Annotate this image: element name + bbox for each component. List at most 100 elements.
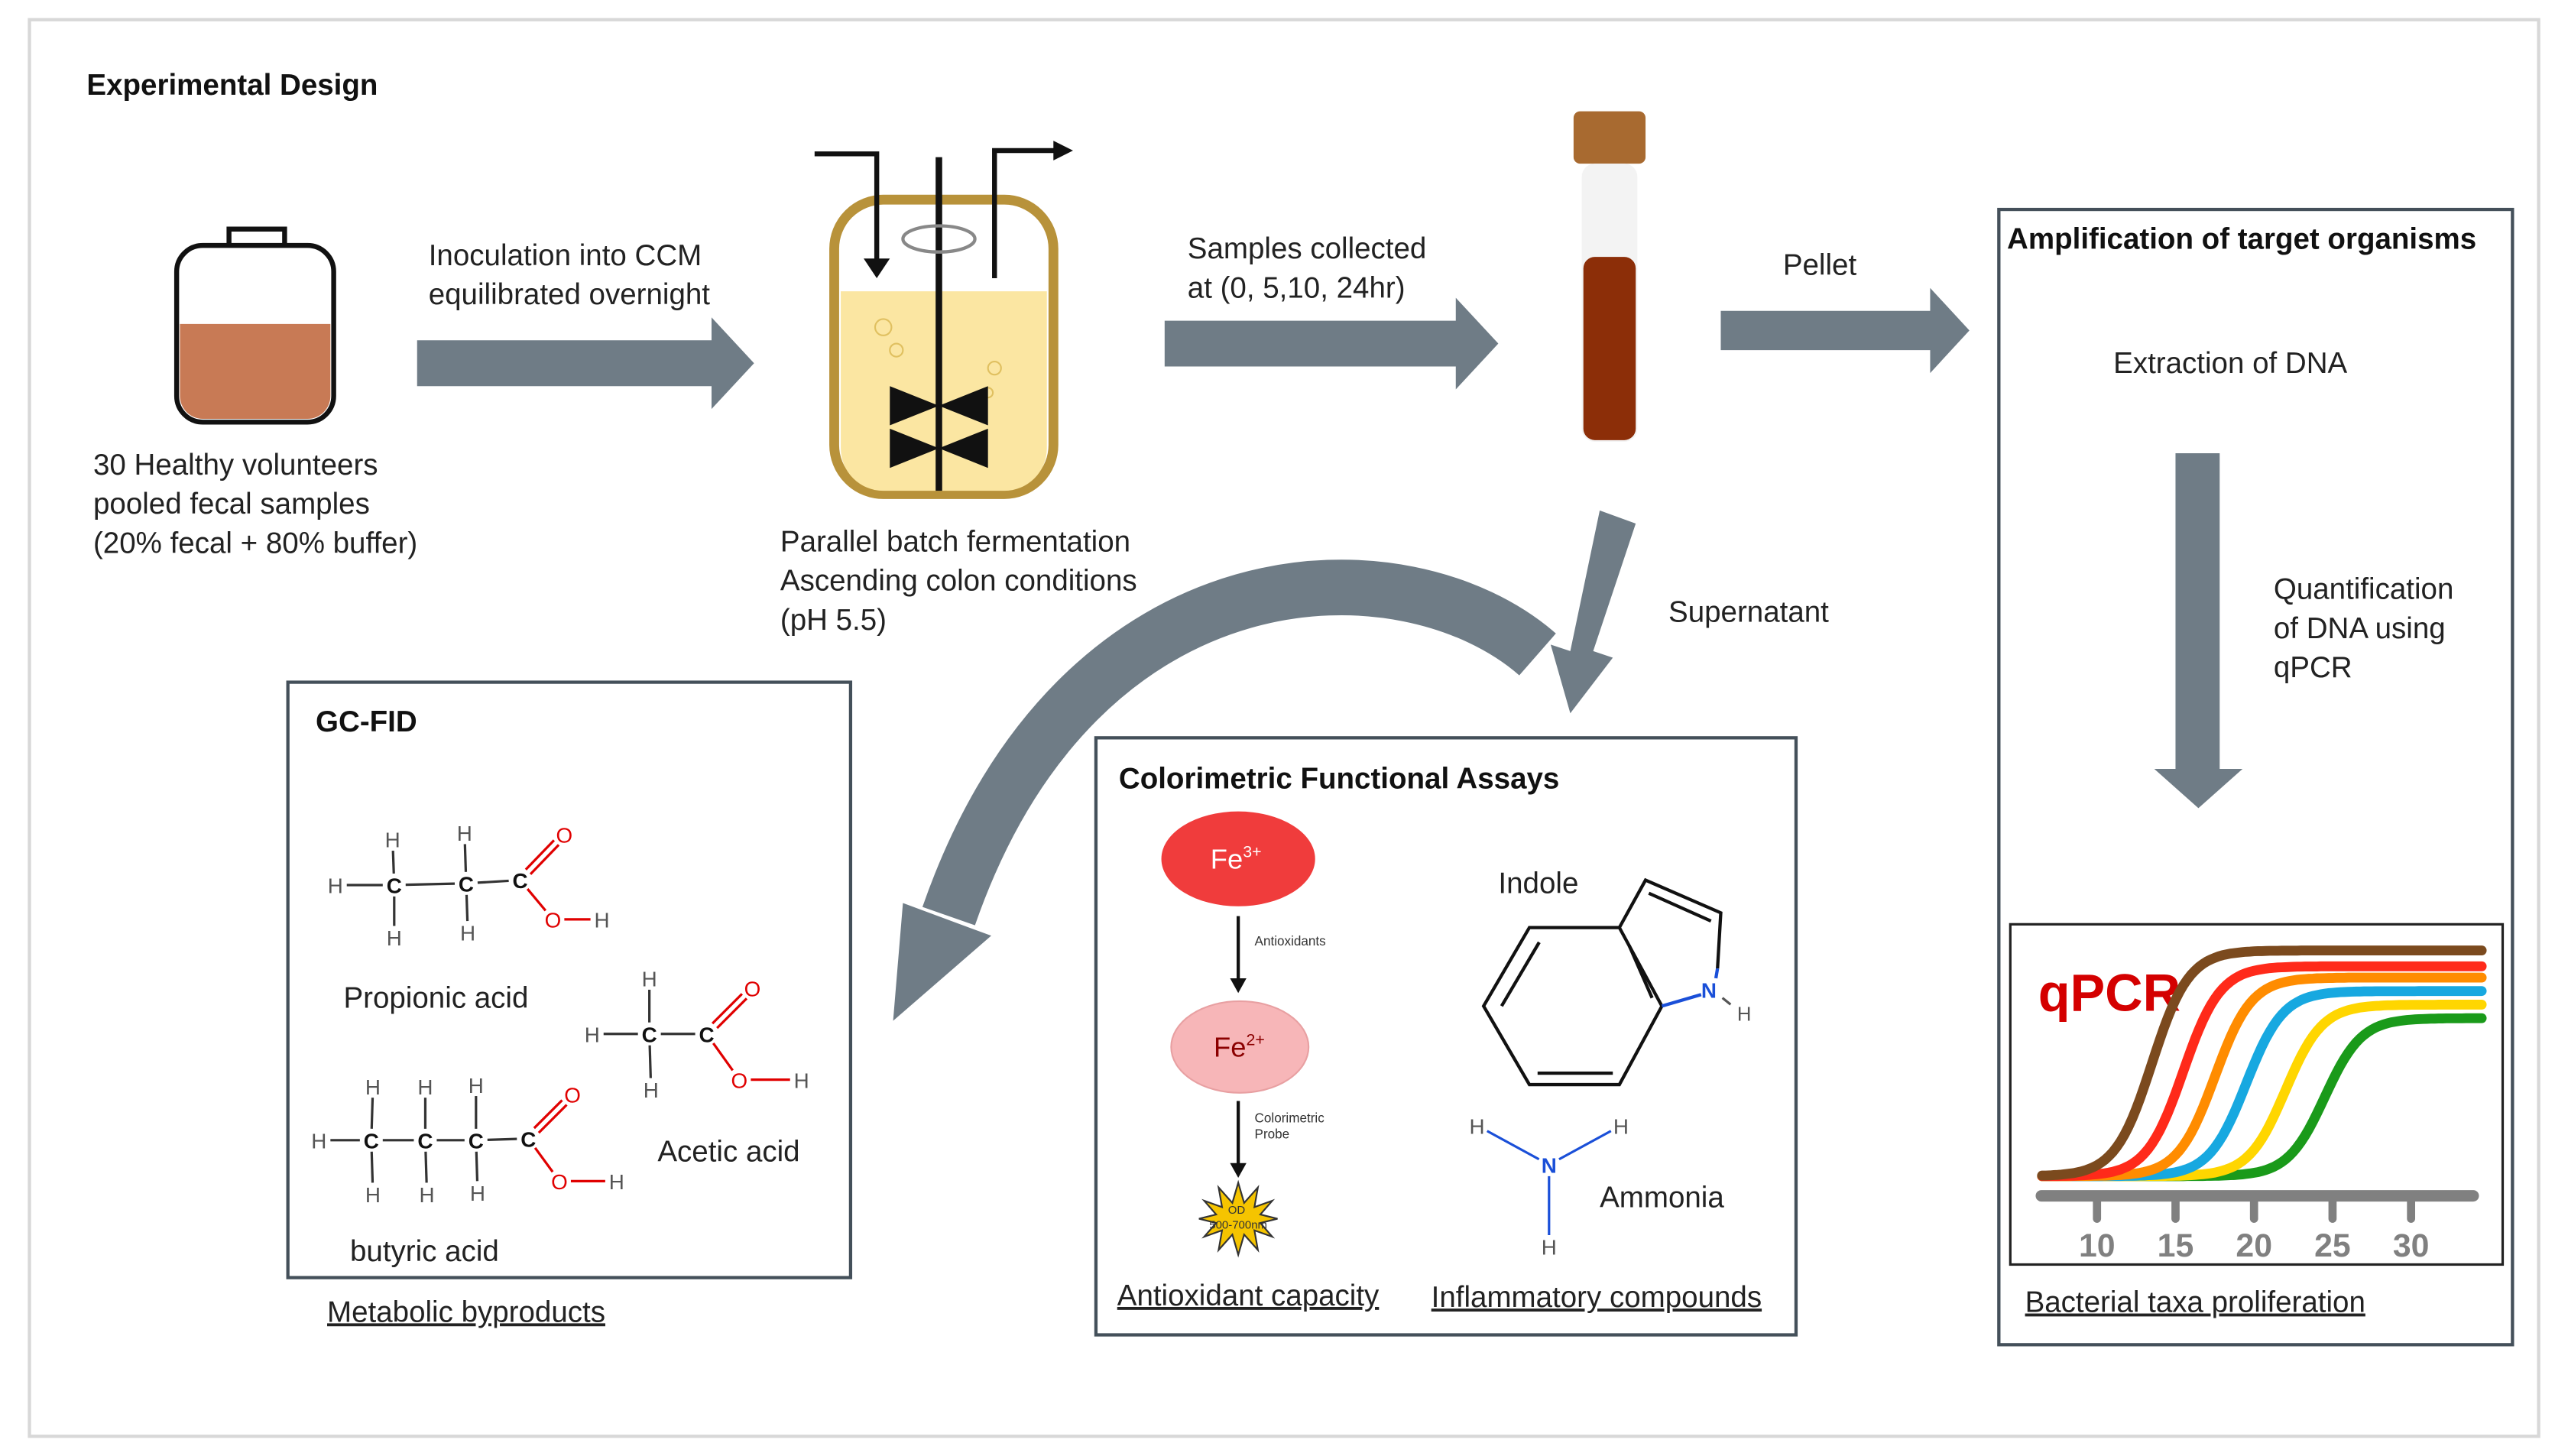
bond [391,850,395,874]
bond [537,1104,568,1134]
atom-h: H [328,874,343,898]
bacterial-taxa-footer: Bacterial taxa proliferation [2025,1286,2365,1319]
atom-c: C [364,1130,379,1153]
bond [475,1151,479,1182]
bond [487,1137,517,1141]
bond [465,894,469,922]
qpcr-tick-label: 20 [2236,1227,2272,1264]
extraction-label: Extraction of DNA [2113,347,2347,380]
atom-h: H [457,822,472,845]
quantification-text: Quantification of DNA using qPCR [2274,572,2462,684]
atom-h: H [365,1075,381,1099]
atom-o: O [545,909,562,932]
step2-text: Parallel batch fermentation Ascending co… [780,525,1145,637]
fe3-ellipse [1161,811,1315,906]
atom-h: H [1470,1114,1485,1138]
atom-c: C [699,1023,715,1046]
bond [524,839,556,871]
arrow1-text: Inoculation into CCM equilibrated overni… [429,239,711,311]
bond [712,993,744,1025]
qpcr-tick-label: 15 [2158,1227,2194,1264]
atom-o: O [556,823,573,847]
indole-h: H [1737,1004,1752,1026]
bond [477,879,509,884]
fe2-ellipse [1170,1000,1310,1094]
arrow-down-icon [1230,1163,1247,1179]
qpcr-tick-label: 30 [2393,1227,2430,1264]
amplification-title: Amplification of target organisms [2007,222,2476,255]
atom-c: C [513,869,528,893]
metabolic-byproducts-footer: Metabolic byproducts [327,1295,605,1328]
ammonia-label: Ammonia [1600,1182,1724,1214]
fe2-label: Fe2+ [1214,1031,1265,1063]
bond [529,844,560,875]
atom-h: H [1542,1236,1557,1260]
arrow-pellet [1720,287,1970,374]
atom-h: H [595,909,610,932]
acetic-acid-label: Acetic acid [657,1136,799,1169]
qpcr-tick-label: 10 [2079,1227,2116,1264]
atom-h: H [644,1078,659,1102]
colorimetric-title: Colorimetric Functional Assays [1119,763,1559,796]
atom-c: C [469,1130,484,1153]
arrow-down-quantification [2154,452,2243,809]
arrow2-text: Samples collected at (0, 5,10, 24hr) [1188,232,1435,304]
atom-h: H [794,1068,809,1092]
antioxidant-capacity-footer: Antioxidant capacity [1117,1279,1380,1312]
arrow-samples [1164,297,1499,390]
inflammatory-compounds-footer: Inflammatory compounds [1432,1281,1762,1314]
bond [533,1146,554,1173]
sample-bag-icon [173,226,336,425]
indole-label: Indole [1498,867,1578,900]
atom-o: O [551,1170,568,1194]
atom-c: C [387,874,402,898]
atom-h: H [470,1182,485,1205]
indole-n: N [1701,979,1717,1003]
diagram-title: Experimental Design [86,69,378,102]
fermenter-icon [814,141,1073,499]
atom-h: H [642,968,657,991]
step1-text: 30 Healthy volunteers pooled fecal sampl… [93,449,417,560]
bond [526,888,547,912]
qpcr-chart: qPCR 10 15 20 25 30 [2009,923,2505,1266]
bond [370,1151,374,1183]
gcfid-panel [286,680,853,1279]
bond [1486,1130,1540,1161]
qpcr-label: qPCR [2038,964,2181,1023]
bond [716,997,748,1030]
atom-h: H [585,1023,600,1046]
atom-h: H [609,1170,624,1194]
atom-o: O [744,977,761,1000]
atom-h: H [387,926,402,950]
atom-n: N [1542,1154,1557,1178]
fe3-label: Fe3+ [1211,843,1262,875]
bond [712,1042,734,1072]
bond [533,1099,563,1130]
outer-frame [28,18,2540,1438]
qpcr-curve [2037,945,2487,1181]
pellet-label: Pellet [1783,249,1857,282]
indole-structure [1481,877,1732,1087]
atom-h: H [311,1130,326,1153]
colorimetric-panel [1094,736,1798,1337]
atom-h: H [420,1183,435,1207]
qpcr-curve [2037,961,2487,1182]
atom-c: C [417,1130,433,1153]
atom-h: H [365,1183,381,1207]
atom-c: C [642,1023,657,1046]
propionic-acid-label: Propionic acid [343,981,528,1014]
arrow-down-icon [1230,978,1247,994]
atom-h: H [417,1075,433,1099]
qpcr-tick-label: 25 [2314,1227,2351,1264]
atom-c: C [520,1127,536,1151]
gcfid-title: GC-FID [316,705,417,738]
atom-c: C [459,873,474,897]
atom-h: H [385,829,400,852]
